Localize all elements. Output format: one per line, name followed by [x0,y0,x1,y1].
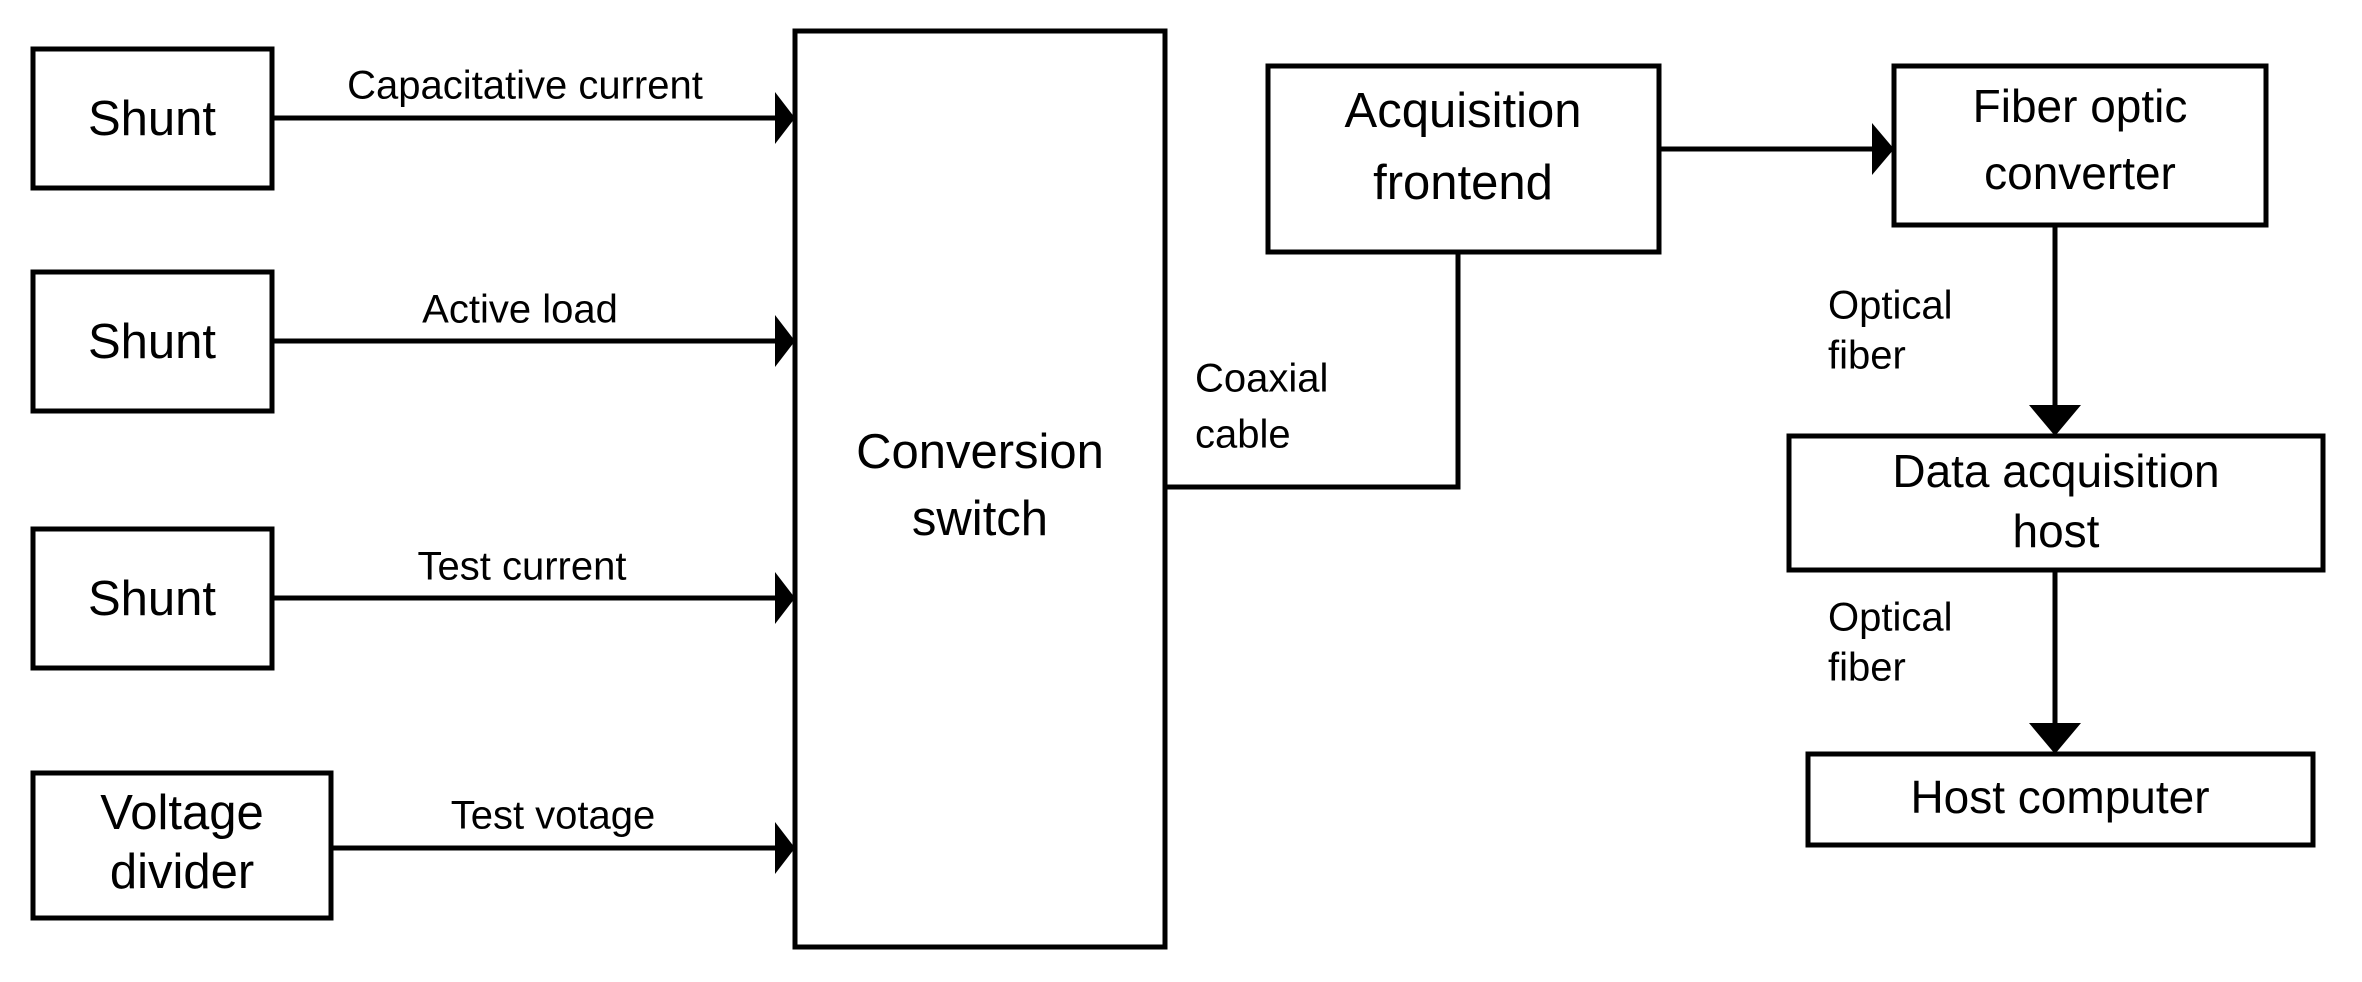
arrow-head-frontend-to-fiber [1872,123,1894,175]
node-acquisition-frontend-label-line2: frontend [1373,156,1553,210]
node-conversion-switch-label-line1: Conversion [856,425,1104,479]
arrow-head-test-current [775,572,795,624]
edge-optical-fiber-lower [2029,570,2081,754]
node-voltage-divider[interactable]: Voltage divider [30,770,334,921]
edge-active-load [272,315,795,367]
edge-optical-fiber-upper [2029,225,2081,436]
node-fiber-optic-converter-box[interactable] [1891,63,2269,228]
node-shunt-1-label: Shunt [88,92,216,146]
edge-label-optical-fiber-lower-line2: fiber [1828,646,1906,690]
edge-label-optical-fiber-upper-line1: Optical [1828,284,1953,328]
node-conversion-switch-label-line2: switch [912,492,1048,546]
arrow-head-active-load [775,315,795,367]
node-data-acquisition-host[interactable]: Data acquisition host [1786,433,2326,573]
edge-label-coaxial-cable-line1: Coaxial [1195,357,1328,401]
node-fiber-optic-converter[interactable]: Fiber optic converter [1891,63,2269,228]
node-voltage-divider-box[interactable] [30,770,334,921]
edge-capacitative-current [272,92,795,144]
edge-label-coaxial-cable-line2: cable [1195,413,1291,457]
node-voltage-divider-label-line1: Voltage [100,786,264,840]
edge-line-coaxial-cable [1165,252,1461,490]
node-shunt-1-box[interactable] [30,46,275,191]
node-voltage-divider-label-line2: divider [110,845,254,899]
arrow-head-optical-fiber-lower [2029,723,2081,754]
edge-label-test-voltage: Test votage [451,794,656,838]
node-shunt-2-box[interactable] [30,269,275,414]
node-host-computer-box[interactable] [1805,751,2316,848]
edge-label-active-load: Active load [422,288,618,332]
node-shunt-2-label: Shunt [88,315,216,369]
node-conversion-switch-box[interactable] [792,28,1168,950]
arrow-head-test-voltage [775,822,795,874]
edge-test-current [272,572,795,624]
node-data-acquisition-host-label-line1: Data acquisition [1892,445,2219,497]
node-conversion-switch[interactable]: Conversion switch [792,28,1168,950]
edge-test-voltage [331,822,795,874]
arrow-head-capacitative-current [775,92,795,144]
edge-label-optical-fiber-lower-line1: Optical [1828,596,1953,640]
edge-label-optical-fiber-upper-line2: fiber [1828,334,1906,378]
node-acquisition-frontend[interactable]: Acquisition frontend [1265,63,1662,255]
edge-label-test-current: Test current [418,545,627,589]
node-acquisition-frontend-label-line1: Acquisition [1345,84,1582,138]
edge-label-capacitative-current: Capacitative current [347,64,703,108]
node-host-computer-label: Host computer [1910,771,2209,823]
node-acquisition-frontend-box[interactable] [1265,63,1662,255]
node-fiber-optic-converter-label-line1: Fiber optic [1973,80,2188,132]
node-shunt-3-label: Shunt [88,572,216,626]
arrow-head-optical-fiber-upper [2029,405,2081,436]
node-shunt-3-box[interactable] [30,526,275,671]
node-shunt-2[interactable]: Shunt [30,269,275,414]
node-fiber-optic-converter-label-line2: converter [1984,147,2176,199]
node-data-acquisition-host-box[interactable] [1786,433,2326,573]
node-data-acquisition-host-label-line2: host [2013,505,2100,557]
node-shunt-3[interactable]: Shunt [30,526,275,671]
node-host-computer[interactable]: Host computer [1805,751,2316,848]
node-shunt-1[interactable]: Shunt [30,46,275,191]
edge-frontend-to-fiber [1659,123,1894,175]
